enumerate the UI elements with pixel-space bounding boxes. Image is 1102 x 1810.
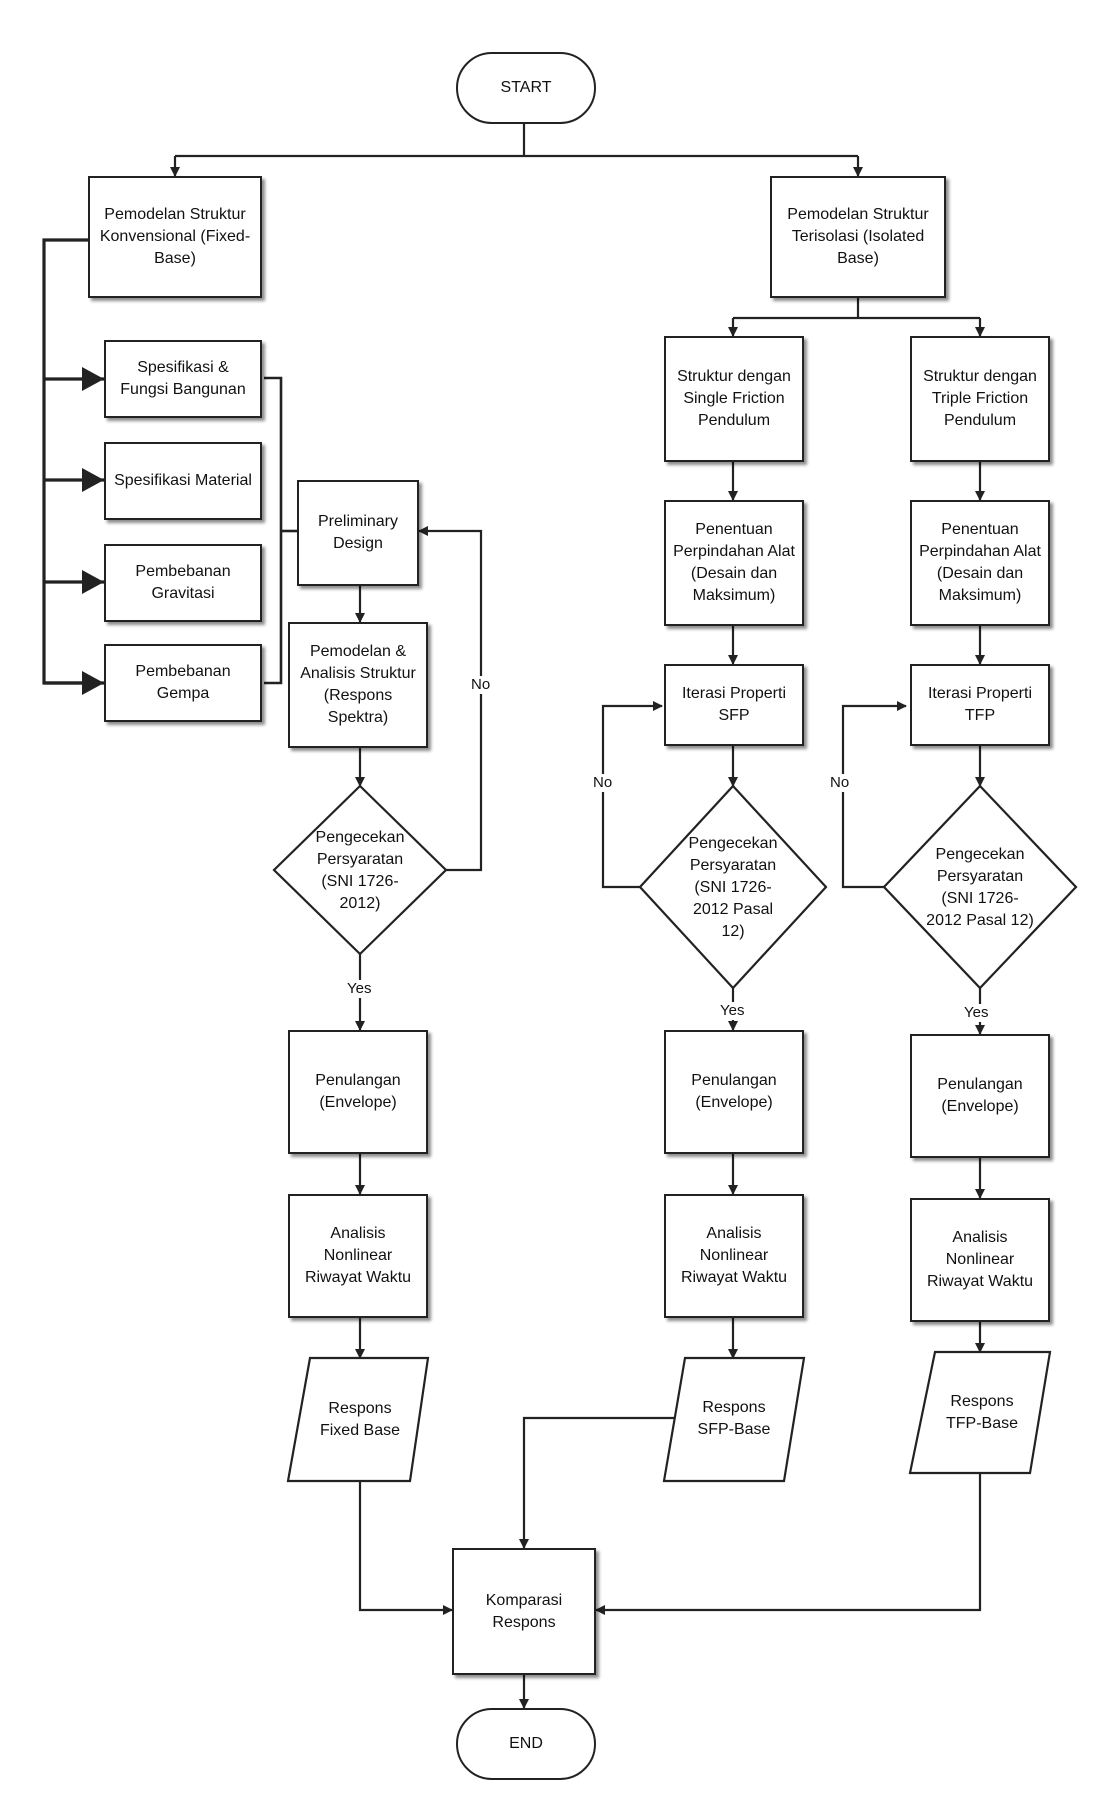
- edge-left-spine: [42, 238, 88, 685]
- tfp-tulangan-text: Penulangan (Envelope): [937, 1076, 1023, 1115]
- komparasi-box: Komparasi Respons: [452, 1548, 596, 1675]
- edge-label-no-sfp: No: [591, 774, 615, 792]
- tfp-cek-text: Pengecekan Persyaratan (SNI 1726-2012 Pa…: [926, 846, 1034, 929]
- sfp-iterasi-box: Iterasi Properti SFP: [664, 664, 804, 746]
- respons-fixed-label: Respons Fixed Base: [312, 1380, 408, 1460]
- edge-tfp-respons-to-komparasi: [595, 1473, 982, 1615]
- sfp-respons-label: Respons SFP-Base: [684, 1384, 784, 1454]
- fixed-model-text: Pemodelan Struktur Konvensional (Fixed-B…: [99, 206, 251, 267]
- komparasi-text: Komparasi Respons: [485, 1591, 563, 1631]
- tfp-cek-label: Pengecekan Persyaratan (SNI 1726-2012 Pa…: [920, 826, 1040, 950]
- edge-label-yes-tfp: Yes: [962, 1004, 991, 1022]
- edge-label-yes-fixed: Yes: [345, 980, 374, 998]
- decision-shape-sfp: [638, 784, 828, 990]
- edge-sfp-cek-no-loop: [601, 701, 663, 889]
- tfp-perpindahan-text: Penentuan Perpindahan Alat (Desain dan M…: [919, 521, 1041, 604]
- sfp-cek-label: Pengecekan Persyaratan (SNI 1726-2012 Pa…: [675, 826, 791, 950]
- end-text: END: [509, 1735, 543, 1752]
- edge-cek-no-loop: [418, 526, 483, 872]
- edge-tfp-cek-no-loop: [841, 701, 907, 889]
- io-shape-respons-fixed: [286, 1356, 430, 1483]
- sfp-struct-box: Struktur dengan Single Friction Pendulum: [664, 336, 804, 462]
- beban-gravitasi-box: Pembebanan Gravitasi: [104, 544, 262, 622]
- beban-gempa-text: Pembebanan Gempa: [135, 663, 231, 702]
- start-text: START: [500, 79, 552, 96]
- spec-fungsi-box: Spesifikasi & Fungsi Bangunan: [104, 340, 262, 418]
- beban-gempa-box: Pembebanan Gempa: [104, 644, 262, 722]
- decision-shape-fixed: [272, 784, 448, 956]
- pemodelan-analisis-box: Pemodelan & Analisis Struktur (Respons S…: [288, 622, 428, 748]
- edge-spec-bracket: [264, 376, 283, 685]
- io-shape-respons-tfp: [908, 1350, 1052, 1475]
- beban-gravitasi-text: Pembebanan Gravitasi: [135, 563, 231, 602]
- sfp-cek-text: Pengecekan Persyaratan (SNI 1726-2012 Pa…: [688, 835, 778, 940]
- tfp-struct-box: Struktur dengan Triple Friction Pendulum: [910, 336, 1050, 462]
- sfp-tulangan-box: Penulangan (Envelope): [664, 1030, 804, 1154]
- io-shape-respons-sfp: [662, 1356, 806, 1483]
- cek-fixed-label: Pengecekan Persyaratan (SNI 1726-2012): [304, 816, 416, 926]
- nonlinear-fixed-box: Analisis Nonlinear Riwayat Waktu: [288, 1194, 428, 1318]
- sfp-perpindahan-text: Penentuan Perpindahan Alat (Desain dan M…: [673, 521, 795, 604]
- edge-sfp-respons-to-komparasi: [519, 1416, 680, 1549]
- tfp-tulangan-box: Penulangan (Envelope): [910, 1034, 1050, 1158]
- sfp-respons-text: Respons SFP-Base: [697, 1399, 771, 1438]
- iso-model-text: Pemodelan Struktur Terisolasi (Isolated …: [787, 206, 929, 267]
- spec-fungsi-text: Spesifikasi & Fungsi Bangunan: [120, 359, 246, 398]
- end-terminal: END: [456, 1708, 596, 1780]
- sfp-nonlinear-box: Analisis Nonlinear Riwayat Waktu: [664, 1194, 804, 1318]
- spec-material-box: Spesifikasi Material: [104, 442, 262, 520]
- spec-material-text: Spesifikasi Material: [114, 472, 252, 489]
- fixed-model-box: Pemodelan Struktur Konvensional (Fixed-B…: [88, 176, 262, 298]
- sfp-struct-text: Struktur dengan Single Friction Pendulum: [677, 368, 791, 429]
- tfp-respons-text: Respons TFP-Base: [945, 1393, 1018, 1432]
- sfp-iterasi-text: Iterasi Properti SFP: [681, 685, 787, 724]
- sfp-tulangan-text: Penulangan (Envelope): [691, 1072, 777, 1111]
- tfp-iterasi-text: Iterasi Properti TFP: [927, 685, 1033, 724]
- tulangan-fixed-text: Penulangan (Envelope): [315, 1072, 401, 1111]
- tfp-nonlinear-box: Analisis Nonlinear Riwayat Waktu: [910, 1198, 1050, 1322]
- edge-label-no-fixed: No: [469, 676, 493, 694]
- cek-fixed-text: Pengecekan Persyaratan (SNI 1726-2012): [315, 829, 405, 912]
- tulangan-fixed-box: Penulangan (Envelope): [288, 1030, 428, 1154]
- edge-respons-fixed-to-komparasi: [358, 1481, 453, 1615]
- nonlinear-fixed-text: Analisis Nonlinear Riwayat Waktu: [304, 1225, 412, 1286]
- tfp-nonlinear-text: Analisis Nonlinear Riwayat Waktu: [926, 1229, 1034, 1290]
- tfp-struct-text: Struktur dengan Triple Friction Pendulum: [923, 368, 1037, 429]
- preliminary-box: Preliminary Design: [297, 480, 419, 586]
- preliminary-text: Preliminary Design: [317, 513, 398, 552]
- tfp-perpindahan-box: Penentuan Perpindahan Alat (Desain dan M…: [910, 500, 1050, 626]
- tfp-iterasi-box: Iterasi Properti TFP: [910, 664, 1050, 746]
- edge-label-no-tfp: No: [828, 774, 852, 792]
- iso-model-box: Pemodelan Struktur Terisolasi (Isolated …: [770, 176, 946, 298]
- pemodelan-analisis-text: Pemodelan & Analisis Struktur (Respons S…: [300, 643, 416, 726]
- edge-label-yes-sfp: Yes: [718, 1002, 747, 1020]
- sfp-nonlinear-text: Analisis Nonlinear Riwayat Waktu: [680, 1225, 788, 1286]
- start-terminal: START: [456, 52, 596, 124]
- respons-fixed-text: Respons Fixed Base: [319, 1400, 401, 1439]
- decision-shape-tfp: [882, 784, 1078, 990]
- sfp-perpindahan-box: Penentuan Perpindahan Alat (Desain dan M…: [664, 500, 804, 626]
- tfp-respons-label: Respons TFP-Base: [932, 1378, 1032, 1448]
